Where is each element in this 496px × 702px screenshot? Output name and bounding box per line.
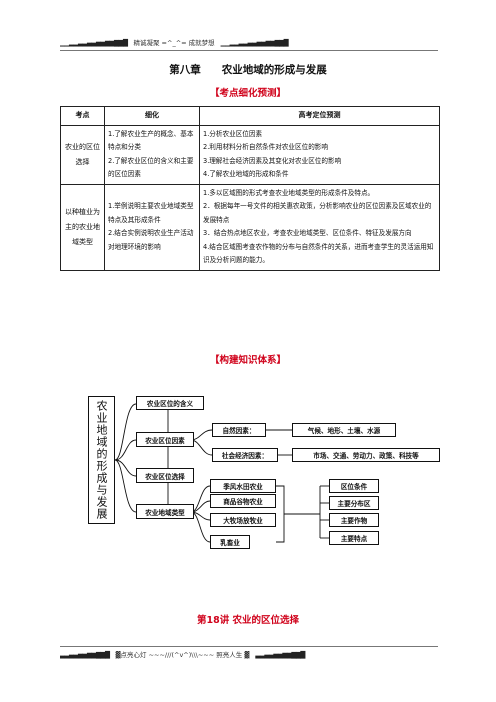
node-aspect-conditions: 区位条件 [329, 479, 379, 493]
page-header: ▁▁▂▂▃▃▄▄▅▅▆▆▇▇█ 精诚凝聚 =^_^= 成就梦想 ▁▁▂▂▃▃▄▄… [60, 38, 438, 48]
prediction-item: 1.多以区域图的形式考查农业地域类型的形成条件及特点。 [203, 188, 375, 197]
exam-point: 以种植业为主的农业地域类型 [60, 183, 105, 271]
prediction-item: 4.结合区域图考查农作物的分布与自然条件的关系，进而考查学生的灵活运用知识及分析… [203, 242, 434, 265]
column-header-detail: 细化 [104, 106, 200, 126]
node-agri-location-choice: 农业区位选择 [136, 468, 194, 483]
page-footer: ▃▃▄▄▅▅▆▆▇▇█ ▓点亮心灯 ~~~///(^v^)\\\~~~ 照亮人生… [60, 650, 438, 660]
prediction-item: 3.理解社会经济因素及其变化对农业区位的影响 [203, 156, 342, 165]
header-motto: 精诚凝聚 =^_^= 成就梦想 [133, 39, 215, 47]
table-row: 农业的区位选择 1.了解农业生产的概念、基本特点和分类 2.了解农业区位的含义和… [60, 124, 440, 185]
node-type-dairy: 乳畜业 [210, 535, 250, 549]
header-decoration-left: ▁▁▂▂▃▃▄▄▅▅▆▆▇▇█ [60, 39, 128, 47]
prediction-cell: 1.分析农业区位因素 2.利用材料分析自然条件对农业区位的影响 3.理解社会经济… [199, 124, 440, 185]
footer-motto: ▓点亮心灯 ~~~///(^v^)\\\~~~ 照亮人生 ▓ [115, 651, 250, 659]
knowledge-diagram: 农业地域的形成与发展 农业区位的含义 农业区位因素 农业区位选择 农业地域类型 … [88, 390, 440, 565]
node-type-monsoon-paddy: 季风水田农业 [210, 479, 276, 493]
footer-decoration-left: ▃▃▄▄▅▅▆▆▇▇█ [60, 651, 110, 659]
node-natural-items: 气候、地形、土壤、水源 [292, 423, 396, 437]
header-divider [60, 50, 438, 51]
footer-divider [60, 646, 438, 647]
table-row: 以种植业为主的农业地域类型 1.举例说明主要农业地域类型特点及其形成条件 2.结… [60, 183, 440, 271]
node-type-ranching: 大牧场放牧业 [210, 513, 276, 527]
prediction-item: 1.分析农业区位因素 [203, 129, 263, 138]
column-header-prediction: 高考定位预测 [199, 106, 440, 126]
column-header-point: 考点 [60, 106, 105, 126]
detail-cell: 1.举例说明主要农业地域类型特点及其形成条件 2.结合实例说明农业生产活动对地理… [104, 183, 200, 271]
node-socioeconomic-factors: 社会经济因素： [212, 448, 278, 462]
detail-item: 2.了解农业区位的含义和主要的区位因素 [108, 156, 194, 179]
node-social-items: 市场、交通、劳动力、政策、科技等 [292, 448, 440, 462]
exam-outline-table: 考点 细化 高考定位预测 农业的区位选择 1.了解农业生产的概念、基本特点和分类… [60, 106, 440, 271]
node-natural-factors: 自然因素： [212, 423, 266, 437]
diagram-main-title: 农业地域的形成与发展 [88, 396, 115, 524]
node-agri-region-types: 农业地域类型 [136, 504, 194, 519]
detail-item: 2.结合实例说明农业生产活动对地理环境的影响 [108, 229, 194, 251]
prediction-item: 2.利用材料分析自然条件对农业区位的影响 [203, 143, 328, 151]
footer-decoration-right: ▃▃▄▄▅▅▆▆▇▇█ [255, 651, 305, 659]
prediction-item: 3．结合热点地区农业，考查农业地域类型、区位条件、特征及发展方向 [203, 229, 412, 237]
prediction-item: 2．根据每年一号文件的相关惠农政策，分析影响农业的区位因素及区域农业的发展特点 [203, 202, 432, 224]
header-decoration-right: ▁▁▂▂▃▃▄▄▅▅▆▆▇▇█ [220, 39, 289, 47]
node-aspect-features: 主要特点 [329, 531, 379, 545]
lesson-title: 第18讲 农业的区位选择 [196, 615, 300, 626]
detail-item: 1.举例说明主要农业地域类型特点及其形成条件 [108, 202, 194, 224]
table-header-row: 考点 细化 高考定位预测 [60, 106, 440, 126]
node-agri-location-factors: 农业区位因素 [136, 432, 194, 447]
node-aspect-distribution: 主要分布区 [329, 496, 379, 510]
detail-cell: 1.了解农业生产的概念、基本特点和分类 2.了解农业区位的含义和主要的区位因素 [104, 124, 200, 185]
outline-heading: 【考点细化预测】 [209, 88, 286, 99]
exam-point: 农业的区位选择 [60, 124, 105, 185]
node-type-commercial-grain: 商品谷物农业 [210, 494, 276, 508]
detail-item: 1.了解农业生产的概念、基本特点和分类 [108, 129, 194, 152]
node-aspect-crops: 主要作物 [329, 513, 379, 527]
prediction-cell: 1.多以区域图的形式考查农业地域类型的形成条件及特点。 2．根据每年一号文件的相… [199, 183, 440, 271]
node-agri-location-meaning: 农业区位的含义 [136, 396, 204, 410]
chapter-title: 第八章 农业地域的形成与发展 [169, 64, 327, 76]
knowledge-heading: 【构建知识体系】 [209, 355, 286, 366]
prediction-item: 4.了解农业地域的形成和条件 [203, 170, 289, 178]
